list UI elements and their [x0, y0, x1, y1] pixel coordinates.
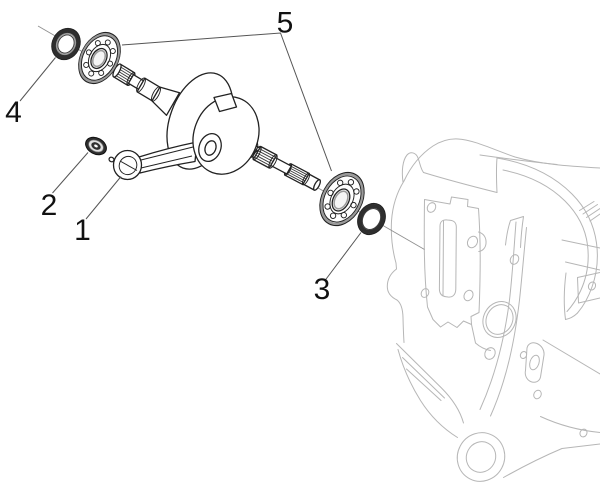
main-bearing-right — [319, 171, 365, 227]
leader-1 — [85, 176, 122, 220]
crank-pin-boss — [198, 133, 222, 162]
left-shaft-splined-tip — [112, 63, 136, 86]
leader-4 — [19, 57, 56, 102]
oil-seal-right — [357, 202, 386, 236]
callout-leader-lines — [19, 32, 362, 281]
engine-case-outline — [386, 138, 600, 482]
callout-3[interactable]: 3 — [314, 273, 331, 306]
callout-2[interactable]: 2 — [41, 189, 58, 222]
bearing-balls-left — [83, 39, 116, 77]
right-shaft-spline-inner — [252, 145, 278, 169]
crankshaft — [108, 63, 321, 191]
leader-2 — [52, 152, 89, 194]
callout-labels: 1 2 3 4 5 — [5, 7, 330, 307]
bearing-balls-right — [324, 179, 360, 219]
callout-4[interactable]: 4 — [5, 96, 22, 129]
leader-5 — [121, 32, 332, 172]
crank-web-notch — [213, 92, 238, 113]
oil-seal-left — [51, 27, 81, 61]
rod-oil-hole — [108, 156, 115, 163]
leader-3 — [324, 232, 362, 281]
callout-1[interactable]: 1 — [74, 214, 91, 247]
main-bearing-left — [78, 31, 121, 85]
crankpin-roller-bearing — [85, 136, 107, 156]
left-shaft-journal — [136, 77, 181, 116]
callout-5[interactable]: 5 — [277, 7, 294, 40]
connecting-rod — [108, 141, 198, 181]
